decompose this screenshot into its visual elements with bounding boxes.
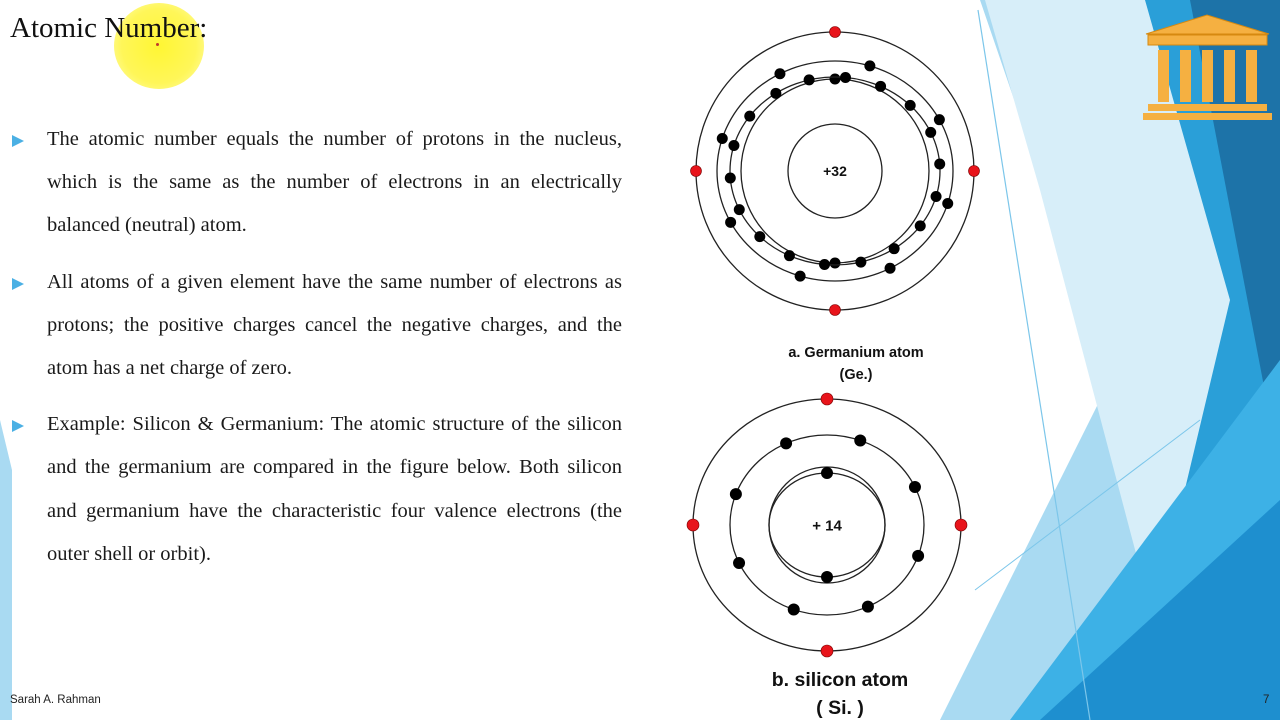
electron: [780, 437, 793, 450]
electron: [821, 467, 833, 479]
valence-electron: [954, 518, 968, 532]
electron: [839, 71, 851, 83]
electron: [783, 250, 795, 262]
slide-title: Atomic Number:: [10, 12, 208, 44]
electron: [733, 204, 745, 216]
germanium-label-line1: a. Germanium atom: [788, 345, 924, 361]
bullet-item: All atoms of a given element have the sa…: [12, 261, 622, 391]
nucleus-charge: +32: [823, 163, 847, 179]
electron: [854, 434, 867, 447]
electron: [774, 68, 786, 80]
electron: [725, 216, 737, 228]
electron: [829, 73, 841, 85]
electron: [729, 488, 742, 501]
electron: [855, 256, 867, 268]
electron: [904, 99, 916, 111]
bullet-item: The atomic number equals the number of p…: [12, 118, 622, 248]
silicon-label-line2: ( Si. ): [816, 697, 864, 719]
germanium-atom-diagram: +32: [690, 26, 980, 316]
bullet-list: The atomic number equals the number of p…: [12, 118, 622, 589]
electron: [933, 114, 945, 126]
building-columns-icon: [1143, 14, 1272, 120]
page-number: 7: [1263, 694, 1270, 706]
electron-shell: [729, 76, 941, 266]
electron: [787, 603, 800, 616]
electron: [912, 549, 925, 562]
cursor-dot: [156, 43, 159, 46]
electron-shell: [729, 434, 925, 616]
pointer-highlight: [114, 3, 204, 89]
electron: [908, 481, 921, 494]
electron: [819, 259, 831, 271]
electron: [744, 110, 756, 122]
triangle-arrow-icon: [12, 277, 24, 290]
valence-electron: [690, 165, 702, 177]
electron: [925, 126, 937, 138]
electron: [942, 198, 954, 210]
electron: [875, 80, 887, 92]
electron: [930, 190, 942, 202]
germanium-label-line2: (Ge.): [839, 367, 873, 383]
electron: [888, 243, 900, 255]
bullet-text: Example: Silicon & Germanium: The atomic…: [47, 413, 622, 565]
electron: [803, 74, 815, 86]
electron: [716, 132, 728, 144]
triangle-arrow-icon: [12, 135, 24, 147]
footer-author: Sarah A. Rahman: [10, 694, 101, 706]
valence-electron: [820, 392, 834, 406]
electron: [770, 87, 782, 99]
electron: [728, 140, 740, 152]
bullet-item: Example: Silicon & Germanium: The atomic…: [12, 403, 622, 576]
electron: [821, 571, 833, 583]
electron: [754, 231, 766, 243]
valence-electron: [968, 165, 980, 177]
electron: [724, 172, 736, 184]
bullet-text: The atomic number equals the number of p…: [47, 128, 622, 237]
electron: [864, 60, 876, 72]
electron: [914, 220, 926, 232]
valence-electron: [829, 26, 841, 38]
valence-electron: [686, 518, 700, 532]
triangle-arrow-icon: [12, 420, 24, 433]
electron: [861, 600, 874, 613]
bullet-text: All atoms of a given element have the sa…: [47, 270, 622, 380]
valence-electron: [829, 304, 841, 316]
electron-shell: [716, 60, 954, 282]
silicon-label-line1: b. silicon atom: [771, 669, 909, 691]
nucleus: [787, 123, 883, 219]
electron: [884, 262, 896, 274]
silicon-atom-label: b. silicon atom ( Si. ): [690, 666, 990, 722]
nucleus-charge: + 14: [812, 517, 842, 534]
germanium-atom-label: a. Germanium atom (Ge.): [700, 342, 1012, 386]
electron: [829, 257, 841, 269]
valence-electron: [820, 644, 834, 658]
silicon-atom-diagram: + 14: [686, 392, 968, 658]
electron: [733, 556, 746, 569]
electron: [794, 270, 806, 282]
electron: [934, 158, 946, 170]
